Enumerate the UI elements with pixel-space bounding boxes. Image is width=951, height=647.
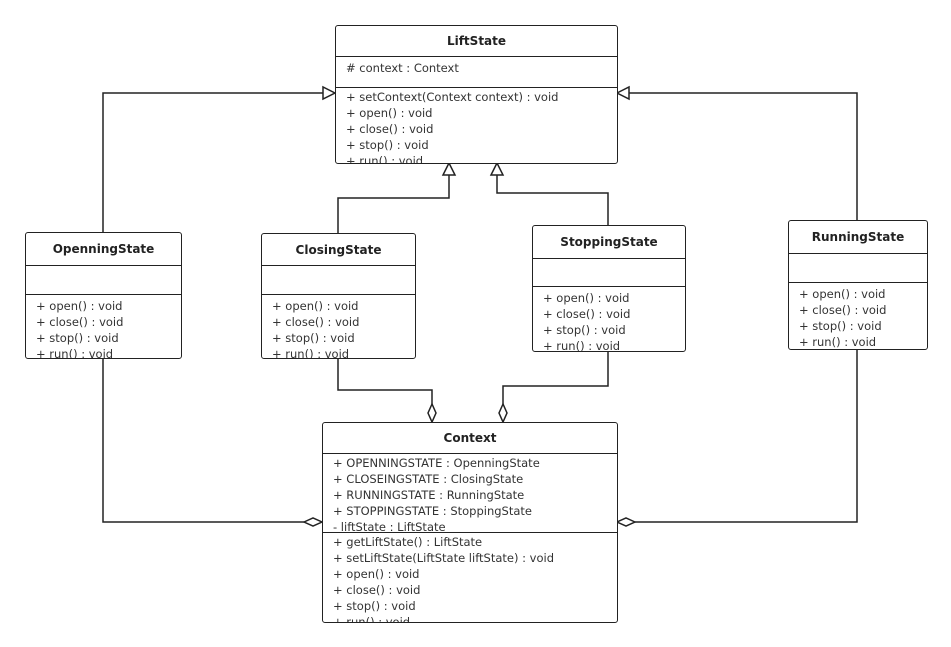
method: + stop() : void — [333, 599, 416, 613]
class-runningstate[interactable]: RunningState + open() : void + close() : v… — [788, 220, 928, 350]
method: + close() : void — [799, 303, 887, 317]
method: + run() : void — [272, 347, 350, 359]
method: + stop() : void — [346, 138, 429, 152]
generalization-arrowhead-icon — [489, 161, 505, 176]
method: + open() : void — [333, 567, 420, 581]
method: + run() : void — [36, 347, 114, 359]
class-name: LiftState — [336, 26, 617, 57]
class-name: StoppingState — [533, 226, 685, 259]
class-name: RunningState — [789, 221, 927, 254]
method: + close() : void — [333, 583, 421, 597]
attribute: # context : Context — [346, 61, 459, 75]
generalization-running-liftstate — [629, 92, 858, 220]
attribute: + RUNNINGSTATE : RunningState — [333, 488, 525, 502]
method: + run() : void — [543, 339, 621, 352]
aggregation-diamond-icon — [302, 517, 324, 527]
method: + stop() : void — [36, 331, 119, 345]
method: + open() : void — [543, 291, 630, 305]
attributes-section — [26, 266, 181, 295]
aggregation-diamond-icon — [615, 517, 637, 527]
aggregation-closing-context — [337, 358, 433, 404]
method: + close() : void — [272, 315, 360, 329]
generalization-arrowhead-icon — [441, 161, 457, 176]
method: + stop() : void — [799, 319, 882, 333]
class-name: OpenningState — [26, 233, 181, 266]
attributes-section: + OPENNINGSTATE : OpenningState + CLOSEIN… — [323, 454, 617, 534]
method: + run() : void — [346, 154, 424, 164]
methods-section: + open() : void + close() : void + stop() … — [26, 295, 181, 359]
method: + close() : void — [543, 307, 631, 321]
method: + close() : void — [346, 122, 434, 136]
attribute: + CLOSEINGSTATE : ClosingState — [333, 472, 524, 486]
aggregation-diamond-icon — [498, 402, 508, 424]
attributes-section — [262, 266, 415, 295]
methods-section: + open() : void + close() : void + stop() … — [533, 287, 685, 352]
aggregation-diamond-icon — [427, 402, 437, 424]
aggregation-stopping-context — [502, 351, 609, 404]
attribute: + STOPPINGSTATE : StoppingState — [333, 504, 532, 518]
attribute: - liftState : LiftState — [333, 520, 446, 534]
method: + run() : void — [799, 335, 877, 349]
methods-section: + open() : void + close() : void + stop() … — [789, 283, 927, 349]
generalization-arrowhead-icon — [615, 85, 630, 101]
methods-section: + setContext(Context context) : void + op… — [336, 88, 617, 164]
method: + setContext(Context context) : void — [346, 90, 559, 104]
method: + setLiftState(LiftState liftState) : vo… — [333, 551, 554, 565]
method: + open() : void — [272, 299, 359, 313]
generalization-arrowhead-icon — [322, 85, 337, 101]
attributes-section — [789, 254, 927, 283]
attributes-section: # context : Context — [336, 57, 617, 88]
attributes-section — [533, 259, 685, 287]
generalization-closing-liftstate — [337, 175, 450, 233]
generalization-openning-liftstate — [102, 92, 324, 232]
class-closingstate[interactable]: ClosingState + open() : void + close() : v… — [261, 233, 416, 359]
method: + run() : void — [333, 615, 411, 623]
attribute: + OPENNINGSTATE : OpenningState — [333, 456, 540, 470]
method: + open() : void — [36, 299, 123, 313]
aggregation-running-context — [635, 349, 858, 523]
class-name: Context — [323, 423, 617, 454]
class-liftstate[interactable]: LiftState # context : Context + setContext… — [335, 25, 618, 164]
class-name: ClosingState — [262, 234, 415, 266]
aggregation-openning-context — [102, 358, 304, 523]
methods-section: + open() : void + close() : void + stop() … — [262, 295, 415, 359]
method: + close() : void — [36, 315, 124, 329]
method: + stop() : void — [272, 331, 355, 345]
method: + open() : void — [346, 106, 433, 120]
class-stoppingstate[interactable]: StoppingState + open() : void + close() : … — [532, 225, 686, 352]
class-openningstate[interactable]: OpenningState + open() : void + close() : … — [25, 232, 182, 359]
method: + open() : void — [799, 287, 886, 301]
generalization-stopping-liftstate — [496, 175, 609, 225]
method: + getLiftState() : LiftState — [333, 535, 483, 549]
method: + stop() : void — [543, 323, 626, 337]
methods-section: + getLiftState() : LiftState + setLiftSta… — [323, 533, 617, 623]
class-context[interactable]: Context+ OPENNINGSTATE : OpenningState+ … — [322, 422, 618, 623]
